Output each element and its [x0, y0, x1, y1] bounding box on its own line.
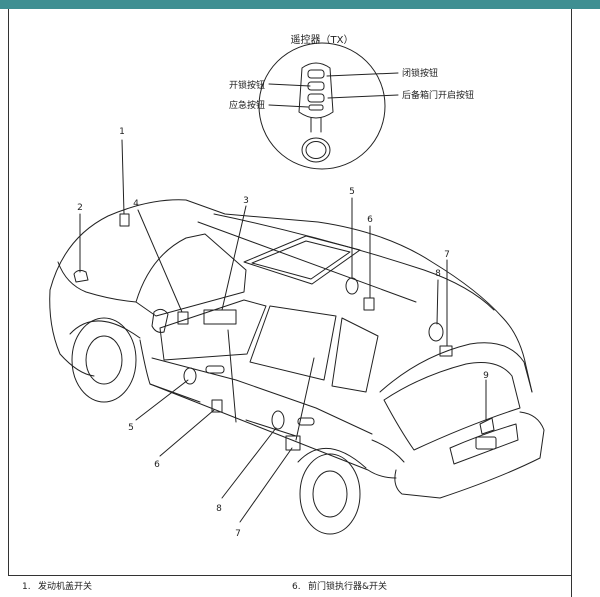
legend-item-6-number: 6. — [292, 582, 301, 592]
front-door-handle — [205, 365, 225, 374]
leader-8a — [436, 279, 439, 325]
remote-key-fob — [298, 62, 334, 163]
tailgate-actuator — [428, 322, 444, 342]
hood-latch — [73, 269, 89, 283]
callout-4: 4 — [133, 199, 139, 209]
leader-unlock — [268, 83, 311, 87]
callout-8a: 8 — [435, 269, 441, 279]
front-wheel — [69, 317, 141, 403]
tailgate-switch — [439, 345, 453, 357]
roof-switch — [363, 297, 375, 311]
leader-7b — [239, 447, 293, 523]
callout-1: 1 — [119, 127, 125, 137]
remote-title: 遥控器（TX） — [291, 33, 354, 46]
callout-5b: 5 — [128, 423, 134, 433]
callout-7b: 7 — [235, 529, 241, 539]
remote-inset-circle — [258, 42, 386, 170]
front-lock-module — [177, 311, 189, 325]
callout-9: 9 — [483, 371, 489, 381]
leader-lock — [326, 72, 399, 77]
label-unlock-button: 开锁按钮 — [229, 79, 265, 91]
rear-door-switch — [285, 435, 301, 451]
vehicle-outline — [49, 199, 545, 499]
label-emergency-button: 应急按钮 — [229, 99, 265, 111]
legend-item-1-number: 1. — [22, 582, 31, 592]
rear-door-handle — [297, 417, 315, 426]
front-door-lock-actuator — [183, 367, 197, 385]
callout-7a: 7 — [444, 250, 450, 260]
rear-door-lock-actuator — [271, 410, 285, 430]
roof-actuator — [345, 277, 359, 295]
frame-right-border — [571, 9, 572, 597]
top-color-bar — [0, 0, 600, 9]
leader-6b — [159, 409, 215, 457]
leader-5b — [135, 379, 189, 421]
leader-1 — [121, 139, 125, 215]
rear-wheel — [297, 448, 367, 535]
leader-4 — [137, 209, 183, 313]
leader-trunk — [327, 94, 399, 99]
legend-item-1: 1. 发动机盖开关 — [22, 579, 92, 592]
callout-6b: 6 — [154, 460, 160, 470]
label-lock-button: 闭锁按钮 — [402, 67, 438, 79]
callout-5a: 5 — [349, 187, 355, 197]
trunk-lock-switch — [479, 417, 495, 435]
burglar-horn-unit — [203, 309, 237, 325]
frame-left-border — [8, 9, 9, 575]
frame-bottom-border — [8, 575, 572, 576]
callout-6a: 6 — [367, 215, 373, 225]
hood-switch — [119, 213, 130, 227]
callout-3: 3 — [243, 196, 249, 206]
leader-8b — [221, 427, 277, 499]
legend-item-1-text: 发动机盖开关 — [38, 582, 93, 592]
callout-2: 2 — [77, 203, 83, 213]
legend-item-6-text: 前门锁执行器&开关 — [308, 582, 388, 592]
callout-8b: 8 — [216, 504, 222, 514]
label-trunk-button: 后备箱门开启按钮 — [402, 89, 474, 101]
front-door-switch — [211, 399, 223, 413]
legend-item-6: 6. 前门锁执行器&开关 — [292, 579, 387, 592]
leader-emergency — [268, 104, 309, 108]
leader-3 — [221, 205, 247, 311]
